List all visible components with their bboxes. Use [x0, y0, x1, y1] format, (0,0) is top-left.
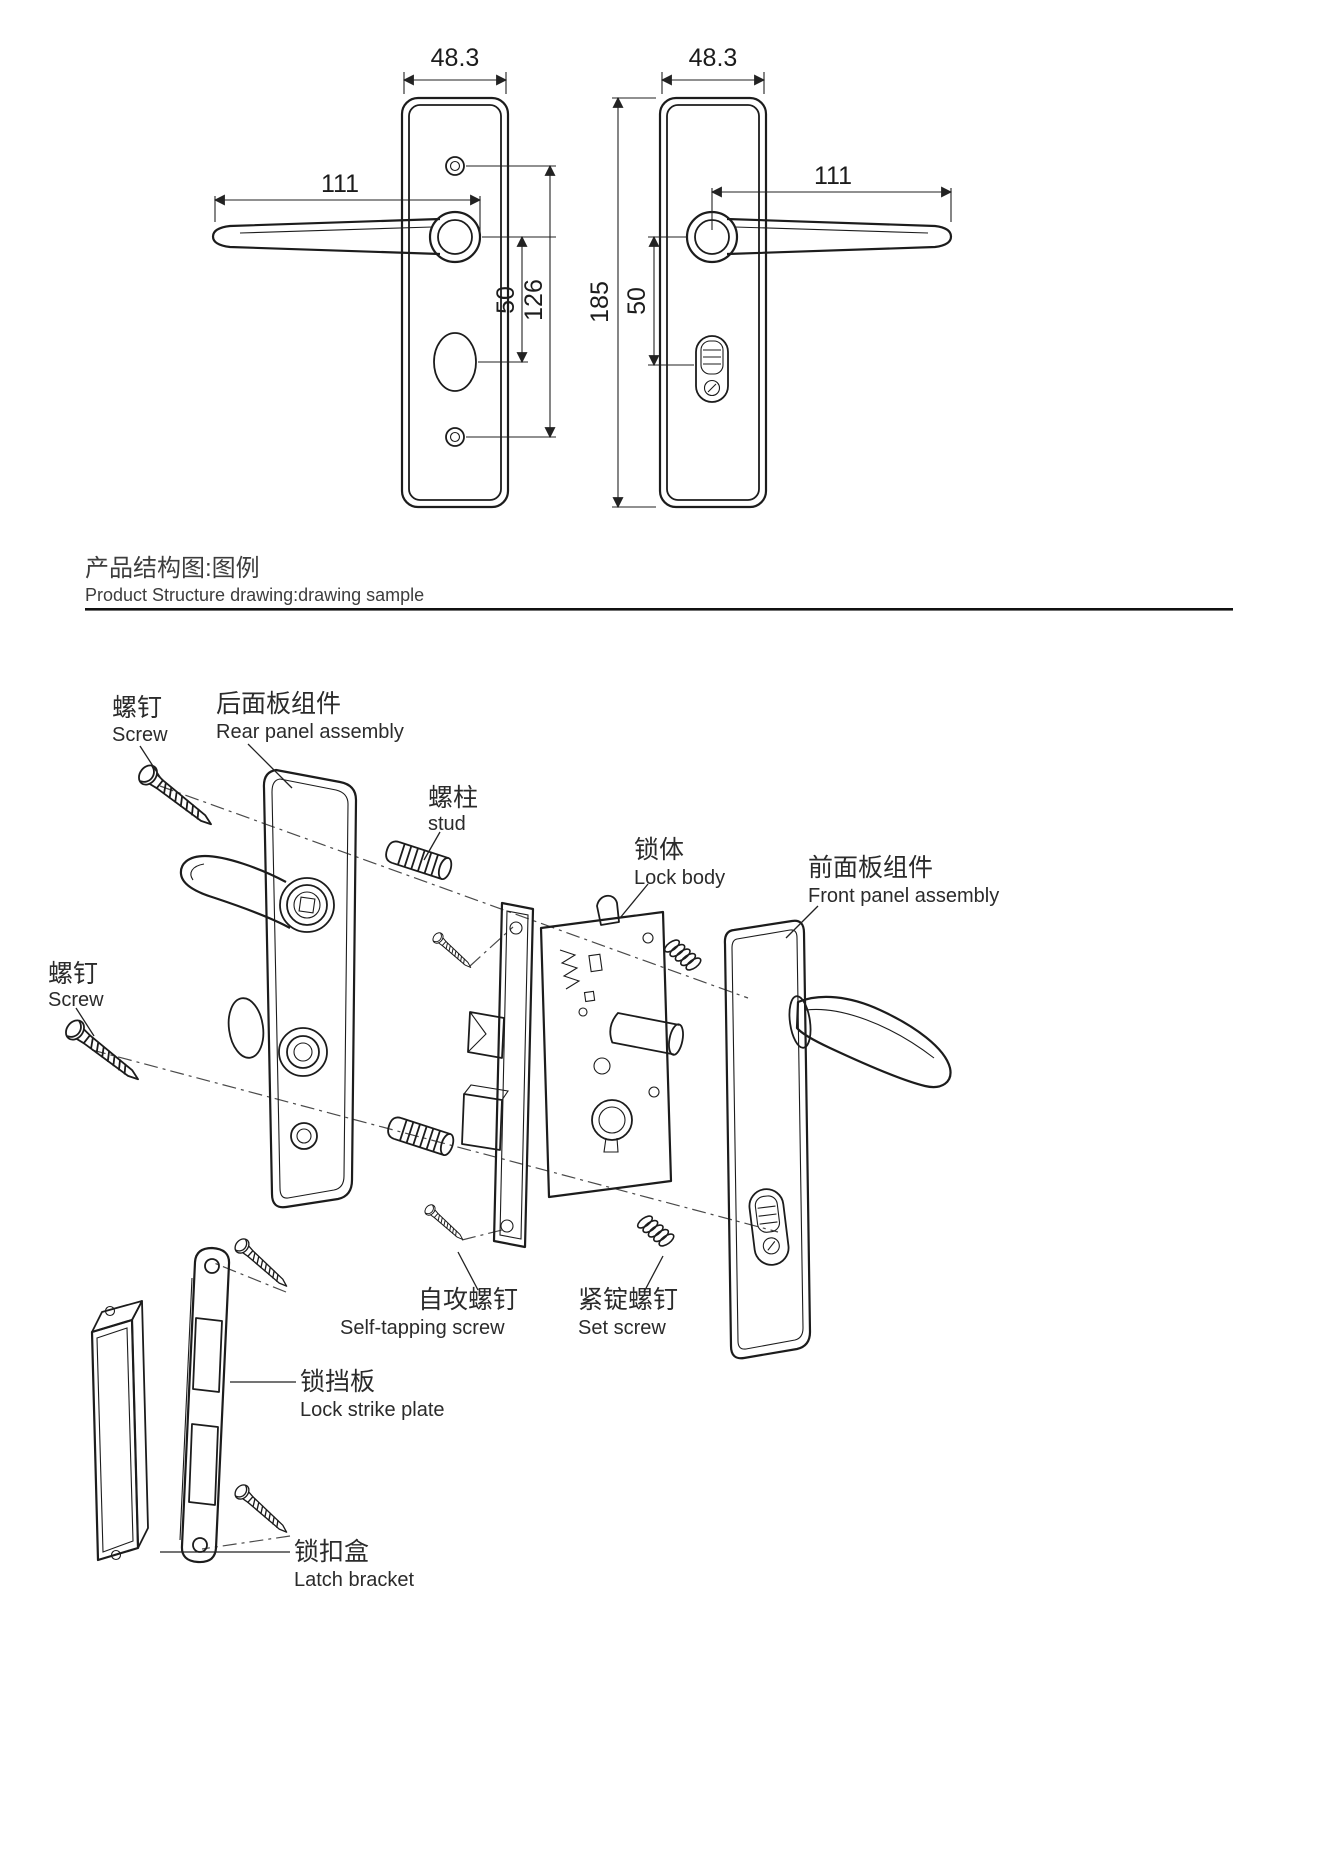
- label-screw-left-en: Screw: [48, 989, 104, 1011]
- lock-body-part: [461, 894, 684, 1249]
- rear-lever: [179, 854, 291, 929]
- label-set-screw-en: Set screw: [578, 1317, 666, 1339]
- label-self-tapping-en: Self-tapping screw: [340, 1317, 505, 1339]
- front-key-cylinder: [748, 1188, 790, 1266]
- caption-block: 产品结构图:图例 Product Structure drawing:drawi…: [85, 555, 1233, 611]
- spindle-rod: [609, 1012, 684, 1056]
- label-self-tapping-cn: 自攻螺钉: [418, 1286, 518, 1314]
- front-panel-assembly: [723, 919, 952, 1360]
- cylinder-hole: [591, 1099, 633, 1141]
- label-rear-panel-cn: 后面板组件: [216, 690, 341, 718]
- strike-screw-top: [231, 1235, 293, 1293]
- back-plate-inner-outline: [408, 104, 502, 501]
- front-lever-handle-detail: [734, 226, 929, 234]
- label-front-panel-cn: 前面板组件: [808, 854, 933, 882]
- left-dim-126-text: 126: [520, 279, 548, 321]
- key-cylinder-face: [695, 335, 729, 403]
- strike-screw-bottom: [231, 1481, 293, 1539]
- stud-top: [382, 838, 455, 882]
- lock-faceplate: [492, 901, 535, 1249]
- left-dim-50-text: 50: [492, 286, 520, 314]
- back-handle-boss-inner: [437, 219, 473, 255]
- set-screw-top: [660, 934, 705, 976]
- right-dim-185-text: 185: [586, 281, 614, 323]
- lock-case: [539, 910, 673, 1199]
- label-stud-en: stud: [428, 813, 466, 835]
- label-set-screw-cn: 紧锭螺钉: [578, 1286, 678, 1314]
- privacy-oval: [433, 332, 477, 392]
- strike-latch-cutout: [192, 1317, 223, 1393]
- back-plate-top-screw-hole-inner: [449, 160, 461, 172]
- caption-english: Product Structure drawing:drawing sample: [85, 585, 424, 605]
- rear-lower-knob: [290, 1122, 318, 1150]
- back-handle-boss: [428, 210, 482, 264]
- right-handle-dim-text: 111: [814, 162, 852, 190]
- lock-spring: [559, 949, 581, 990]
- left-handle-extension-lines: [214, 196, 481, 232]
- label-lock-body-cn: 锁体: [634, 836, 684, 864]
- label-strike-plate-cn: 锁挡板: [300, 1368, 375, 1396]
- back-lever-handle-detail: [239, 226, 433, 234]
- left-width-extension-lines: [403, 72, 507, 94]
- label-screw-top-en: Screw: [112, 724, 168, 746]
- latch-bolt: [467, 1011, 505, 1059]
- lock-case-hook: [596, 894, 620, 926]
- front-lever-handle: [726, 217, 953, 256]
- label-screw-top-cn: 螺钉: [112, 694, 162, 722]
- rear-privacy-turn-oval: [227, 997, 265, 1059]
- caption-chinese: 产品结构图:图例: [85, 555, 260, 582]
- screw-top: [134, 760, 219, 834]
- back-plate-dimension-view: 48.3 111 50 126: [211, 44, 556, 509]
- stud-bottom: [384, 1114, 457, 1158]
- front-plate-dimension-view: 48.3 111 185 50: [586, 44, 953, 509]
- strike-plate-part: [179, 1246, 231, 1564]
- self-tapping-screw-top: [430, 930, 476, 973]
- back-plate-outline: [400, 96, 510, 509]
- label-latch-bracket-en: Latch bracket: [294, 1569, 415, 1591]
- back-lever-handle: [211, 217, 441, 256]
- right-width-dim-text: 48.3: [689, 44, 738, 72]
- part-labels: 螺钉 Screw 后面板组件 Rear panel assembly 螺柱 st…: [48, 690, 999, 1591]
- center-lines: [91, 785, 779, 1550]
- spindle-square-hole: [298, 896, 316, 914]
- label-rear-panel-en: Rear panel assembly: [216, 721, 404, 743]
- deadbolt: [461, 1093, 503, 1151]
- label-strike-plate-en: Lock strike plate: [300, 1399, 445, 1421]
- left-handle-dim-text: 111: [321, 170, 359, 198]
- back-plate-top-screw-hole: [445, 156, 465, 176]
- strike-deadbolt-cutout: [188, 1423, 219, 1506]
- set-screw-bottom: [633, 1210, 678, 1252]
- front-plate-inner-outline: [666, 104, 760, 501]
- back-plate-bottom-screw-hole: [445, 427, 465, 447]
- front-lever: [795, 995, 952, 1089]
- rear-panel-assembly: [179, 768, 358, 1209]
- label-latch-bracket-cn: 锁扣盒: [294, 1538, 369, 1566]
- right-dim-50-text: 50: [623, 287, 651, 315]
- right-handle-extension-lines: [711, 188, 952, 230]
- label-lock-body-en: Lock body: [634, 867, 725, 889]
- self-tapping-screw-bottom: [422, 1202, 468, 1245]
- screw-left: [61, 1015, 146, 1089]
- label-screw-left-cn: 螺钉: [48, 960, 98, 988]
- right-dim-50-extension-lines: [648, 236, 694, 366]
- front-plate-outline: [658, 96, 768, 509]
- right-width-extension-lines: [661, 72, 765, 94]
- back-plate-bottom-screw-hole-inner: [449, 431, 461, 443]
- label-stud-cn: 螺柱: [428, 784, 478, 812]
- label-front-panel-en: Front panel assembly: [808, 885, 999, 907]
- caption-divider: [85, 608, 1233, 611]
- left-width-dim-text: 48.3: [431, 44, 480, 72]
- front-lever-neck: [788, 995, 812, 1049]
- latch-bracket-part: [90, 1300, 149, 1562]
